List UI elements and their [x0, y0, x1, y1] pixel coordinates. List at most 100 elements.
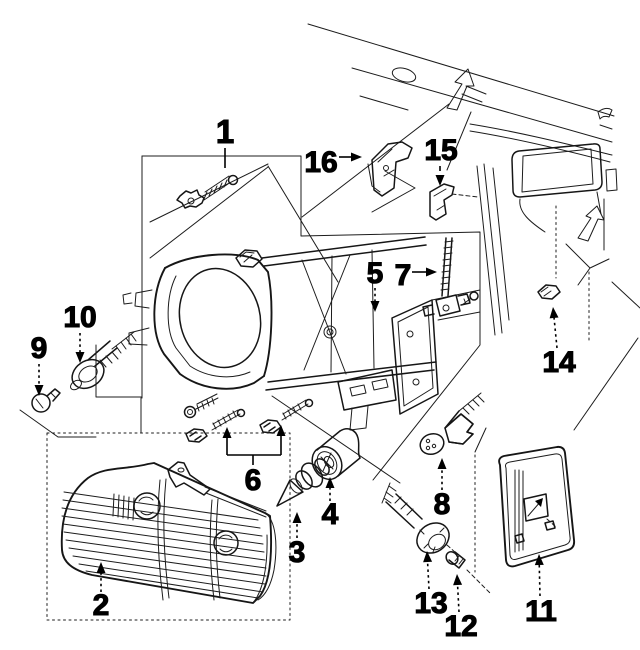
screw-6b-tip	[236, 408, 246, 418]
screw-6a-threads	[195, 393, 219, 412]
hood-inner-line	[359, 95, 409, 111]
callout-number-14: 14	[542, 346, 576, 379]
bulb-9	[31, 388, 61, 413]
callout-number-12: 12	[444, 610, 477, 643]
lens-assembly-2	[46, 432, 291, 621]
car-body-outline	[307, 23, 640, 431]
callout-arrowhead	[325, 477, 335, 488]
cowl-clip	[597, 107, 613, 130]
clip-6b	[259, 419, 282, 434]
bumper-diagonal	[573, 337, 639, 431]
headlamp-opening-outer	[511, 143, 603, 198]
lens-adjuster-1-detail	[138, 496, 154, 516]
plate-hole-2	[412, 378, 420, 386]
connector-8	[419, 392, 485, 456]
socket-13-knurl-ticks	[419, 527, 445, 553]
leader-bracket16	[371, 170, 416, 213]
callout-number-8: 8	[434, 488, 451, 521]
callout-arrowhead	[292, 512, 302, 523]
housing-shell-top	[164, 253, 273, 377]
retainer-4	[311, 428, 361, 481]
housing-bulb-opening	[178, 267, 262, 369]
callout-arrowhead	[534, 554, 544, 566]
lamp-11-dash	[546, 518, 558, 529]
socket-13-ribs	[394, 496, 414, 516]
lamp-11-inner	[505, 453, 571, 560]
bulb-3-flange	[300, 462, 324, 488]
screw-1-threads	[203, 175, 230, 201]
bracket-16	[367, 141, 413, 197]
screw-7b-threads	[461, 295, 471, 306]
housing-braces	[301, 249, 375, 375]
screw-6c-threads	[281, 399, 309, 421]
bulb-12-base-lines	[454, 555, 464, 565]
socket-10-ribs	[99, 351, 119, 368]
housing-top-clipnut-detail	[239, 251, 255, 263]
callout-frame	[19, 103, 492, 595]
connector-8-pin3	[425, 445, 431, 451]
bulb-3-ring1	[289, 478, 303, 494]
callout-number-7: 7	[395, 259, 412, 292]
bulb-12-base	[448, 551, 466, 569]
hood-edge-line	[307, 23, 615, 117]
bracket-16-body	[371, 141, 413, 197]
lamp-11-hole-arrow	[535, 498, 543, 507]
lens-end-face	[252, 512, 277, 604]
bulb-3-ring2	[295, 470, 313, 490]
callout-number-16: 16	[304, 146, 337, 179]
connector-8-face	[419, 432, 445, 456]
callout-arrowhead	[453, 574, 463, 586]
screw-1	[176, 174, 239, 209]
callout-number-15: 15	[424, 134, 457, 167]
lens-clip-hole	[177, 467, 185, 473]
housing-rails	[261, 236, 437, 391]
housing-right-plate-inner	[397, 306, 434, 407]
retainer-4-sides	[316, 430, 361, 477]
lamp-11-studs	[514, 520, 556, 544]
leader-lamp11b	[474, 427, 487, 453]
callout-arrowhead	[351, 152, 362, 162]
lens-bands	[157, 478, 221, 601]
callout-arrowhead	[423, 551, 433, 563]
socket-10-flange	[71, 358, 105, 390]
install-arrow-upper	[446, 68, 475, 111]
body-hidden-lines	[555, 205, 590, 341]
bulb-9-detail	[35, 392, 56, 409]
callout-arrowhead	[75, 352, 85, 363]
callout-arrowhead	[276, 425, 286, 436]
connector-8-cable	[458, 392, 485, 415]
opening-side-notch	[605, 168, 618, 192]
socket-10-body	[87, 340, 118, 367]
housing-foot-bracket	[337, 369, 397, 411]
clip-15-body	[429, 183, 455, 221]
leader-screw1	[149, 163, 339, 283]
callout-arrow-line	[553, 315, 558, 349]
callout-number-9: 9	[31, 332, 48, 365]
socket-10	[70, 331, 137, 391]
hood-crease-line	[351, 67, 613, 143]
screw-6a-head	[183, 405, 197, 419]
clip-14-detail	[540, 286, 552, 297]
fender-pillar-lines	[476, 163, 510, 336]
bulb-12-glass	[445, 551, 459, 565]
clip-14-body	[537, 284, 561, 300]
fender-crease-lines	[469, 123, 613, 163]
screw-1-pushnut	[176, 189, 205, 209]
socket-13-knurl	[416, 522, 450, 554]
callout-arrow-line	[456, 582, 460, 613]
callout-arrow-line	[538, 562, 541, 597]
frame-left	[95, 155, 143, 434]
lens-hatch	[112, 493, 135, 521]
leader-cowl	[301, 103, 472, 218]
housing-foot-detail	[349, 378, 389, 431]
socket-10-cable	[111, 331, 137, 354]
callout-arrowhead	[426, 267, 437, 277]
lens-adjuster-2	[213, 530, 239, 556]
bulb-9-glass	[31, 393, 51, 413]
connector-8-body	[444, 413, 474, 445]
leader-clip15	[451, 193, 479, 198]
bracket-16-hole	[383, 165, 389, 171]
callout-arrow-line	[426, 559, 430, 590]
headlamp-opening-inner	[521, 148, 594, 193]
